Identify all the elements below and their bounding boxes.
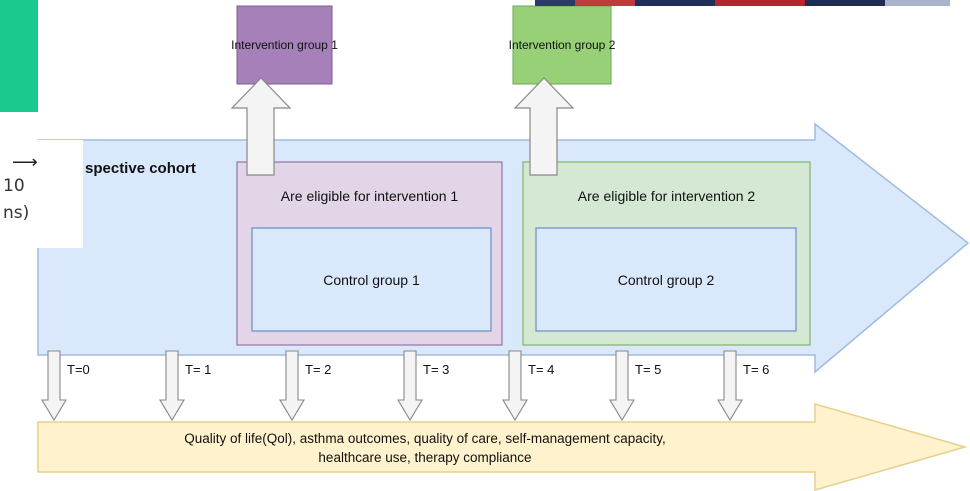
timepoint-arrows [41,350,743,422]
eligible-label-1: Are eligible for intervention 1 [280,188,459,204]
side-card: ⟶ 10 ns) [0,140,83,248]
up-arrow-2 [513,77,575,176]
control-label-2: Control group 2 [617,271,715,288]
outcomes-arrow [37,403,968,491]
cohort-label: spective cohort [85,160,196,177]
timepoint-label-t0: T=0 [67,362,90,377]
control-label-1: Control group 1 [323,271,420,288]
side-card-text-2: ns) [3,203,30,223]
timepoint-label-t2: T= 2 [305,362,332,377]
outcomes-line-1: Quality of life(Qol), asthma outcomes, q… [184,430,666,446]
control-box-2 [535,227,797,332]
down-arrow-t2 [279,350,305,422]
intervention-label-1: Intervention group 1 [231,38,338,52]
down-arrow-t5 [609,350,635,422]
control-box-1 [251,227,492,332]
timepoint-label-t4: T= 4 [528,362,555,377]
up-arrow-1 [230,77,292,176]
timepoint-label-t6: T= 6 [743,362,770,377]
right-arrow-icon: ⟶ [12,152,38,172]
down-arrow-t3 [397,350,423,422]
down-arrow-t0 [41,350,67,422]
down-arrow-t6 [717,350,743,422]
accent-strip [0,0,38,112]
timepoint-label-t3: T= 3 [423,362,450,377]
timepoint-label-t1: T= 1 [185,362,212,377]
down-arrow-t1 [159,350,185,422]
photo-strip [535,0,950,6]
intervention-box-1 [236,5,333,85]
intervention-label-2: Intervention group 2 [508,38,616,52]
down-arrow-t4 [502,350,528,422]
side-card-text-1: 10 [3,176,25,196]
intervention-box-2 [512,5,612,85]
timepoint-label-t5: T= 5 [635,362,662,377]
outcomes-line-2: healthcare use, therapy compliance [318,449,532,465]
eligible-label-2: Are eligible for intervention 2 [577,188,756,204]
